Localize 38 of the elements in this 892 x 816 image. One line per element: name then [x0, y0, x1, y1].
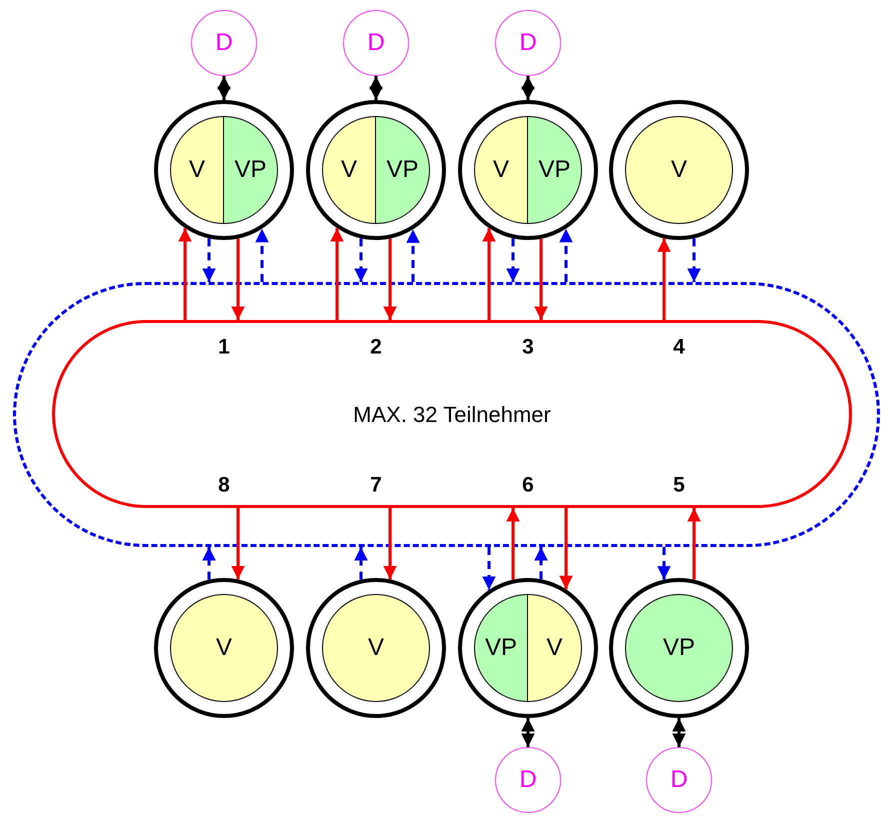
double-arrow — [672, 718, 686, 747]
arrow — [687, 238, 701, 282]
double-arrow — [369, 76, 383, 100]
arrow — [178, 228, 192, 320]
station-number: 5 — [673, 474, 685, 496]
arrow — [506, 238, 520, 282]
arrow — [330, 228, 344, 320]
arrow — [383, 508, 397, 580]
station-number: 2 — [370, 336, 382, 358]
arrow — [383, 238, 397, 320]
station-number: 7 — [370, 474, 382, 496]
arrow — [255, 228, 269, 282]
arrow — [534, 238, 548, 320]
arrow — [231, 238, 245, 320]
arrow — [202, 238, 216, 282]
arrow — [559, 508, 573, 590]
arrow — [657, 238, 671, 320]
arrow — [559, 228, 573, 282]
station-number: 1 — [218, 336, 230, 358]
arrow — [202, 547, 216, 580]
arrow — [687, 508, 701, 580]
dashed-loop — [13, 282, 880, 547]
arrow — [534, 547, 548, 580]
double-arrow — [217, 76, 231, 100]
arrow — [506, 508, 520, 580]
arrow — [231, 508, 245, 580]
arrow — [482, 228, 496, 320]
arrow — [482, 547, 496, 590]
arrow — [406, 229, 420, 282]
double-arrow — [521, 718, 535, 747]
arrow — [354, 238, 368, 282]
arrow — [354, 547, 368, 580]
station-number: 4 — [673, 336, 685, 358]
station-number: 3 — [522, 336, 534, 358]
station-number: 6 — [522, 474, 534, 496]
arrow — [657, 547, 671, 580]
double-arrow — [521, 76, 535, 100]
station-number: 8 — [218, 474, 230, 496]
